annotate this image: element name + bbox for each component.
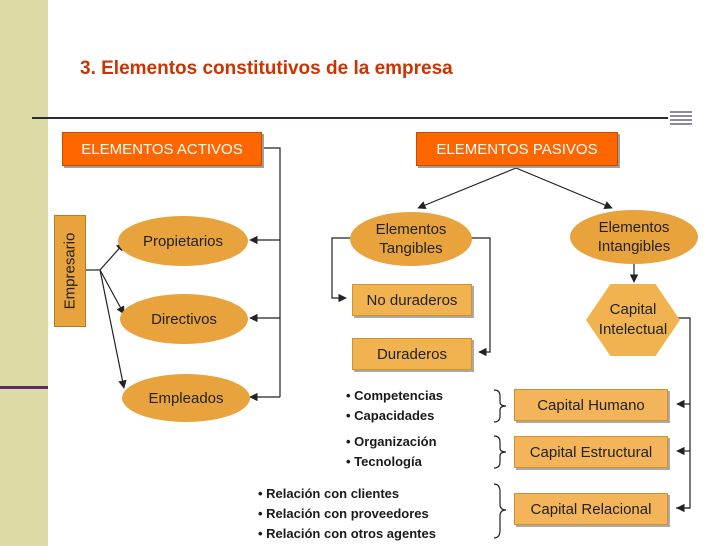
bullet-competencias: Competencias xyxy=(354,388,444,403)
divider-stripes xyxy=(670,111,692,125)
empresario-box: Empresario xyxy=(54,215,86,327)
elementos-tangibles-node: Elementos Tangibles xyxy=(350,212,472,266)
bullet-relacion-proveedores: Relación con proveedores xyxy=(266,506,429,521)
bullet-capacidades: Capacidades xyxy=(354,408,435,423)
empresario-label: Empresario xyxy=(61,232,79,310)
capital-estructural-node: Capital Estructural xyxy=(514,436,668,468)
empleados-node: Empleados xyxy=(122,374,250,422)
page-title: 3. Elementos constitutivos de la empresa xyxy=(80,58,453,79)
bullet-tecnologia: Tecnología xyxy=(354,454,422,469)
capital-relacional-node: Capital Relacional xyxy=(514,493,668,525)
capital-humano-node: Capital Humano xyxy=(514,389,668,421)
title-divider xyxy=(32,117,668,119)
bullet-organizacion: Organización xyxy=(354,434,437,449)
duraderos-node: Duraderos xyxy=(352,338,472,370)
bullets-capital-humano: • Competencias • Capacidades xyxy=(346,388,444,423)
elementos-pasivos-header: ELEMENTOS PASIVOS xyxy=(416,132,618,166)
tangibles-line-1: Elementos xyxy=(375,221,447,238)
intangibles-line-2: Intangibles xyxy=(597,238,671,255)
sidebar-accent-line xyxy=(0,386,48,389)
intangibles-line-1: Elementos xyxy=(598,219,670,236)
capital-intelectual-line-1: Capital xyxy=(609,301,657,318)
bullets-capital-relacional: • Relación con clientes • Relación con p… xyxy=(258,486,436,541)
bullets-capital-estructural: • Organización • Tecnología xyxy=(346,434,437,469)
directivos-node: Directivos xyxy=(120,294,248,344)
no-duraderos-node: No duraderos xyxy=(352,284,472,316)
elementos-intangibles-node: Elementos Intangibles xyxy=(570,210,698,264)
bullet-relacion-otros: Relación con otros agentes xyxy=(266,526,436,541)
propietarios-node: Propietarios xyxy=(118,216,248,266)
tangibles-line-2: Tangibles xyxy=(379,240,443,257)
elementos-activos-header: ELEMENTOS ACTIVOS xyxy=(62,132,262,166)
left-sidebar-band xyxy=(0,0,48,546)
bullet-relacion-clientes: Relación con clientes xyxy=(266,486,400,501)
capital-intelectual-line-2: Intelectual xyxy=(598,321,668,338)
